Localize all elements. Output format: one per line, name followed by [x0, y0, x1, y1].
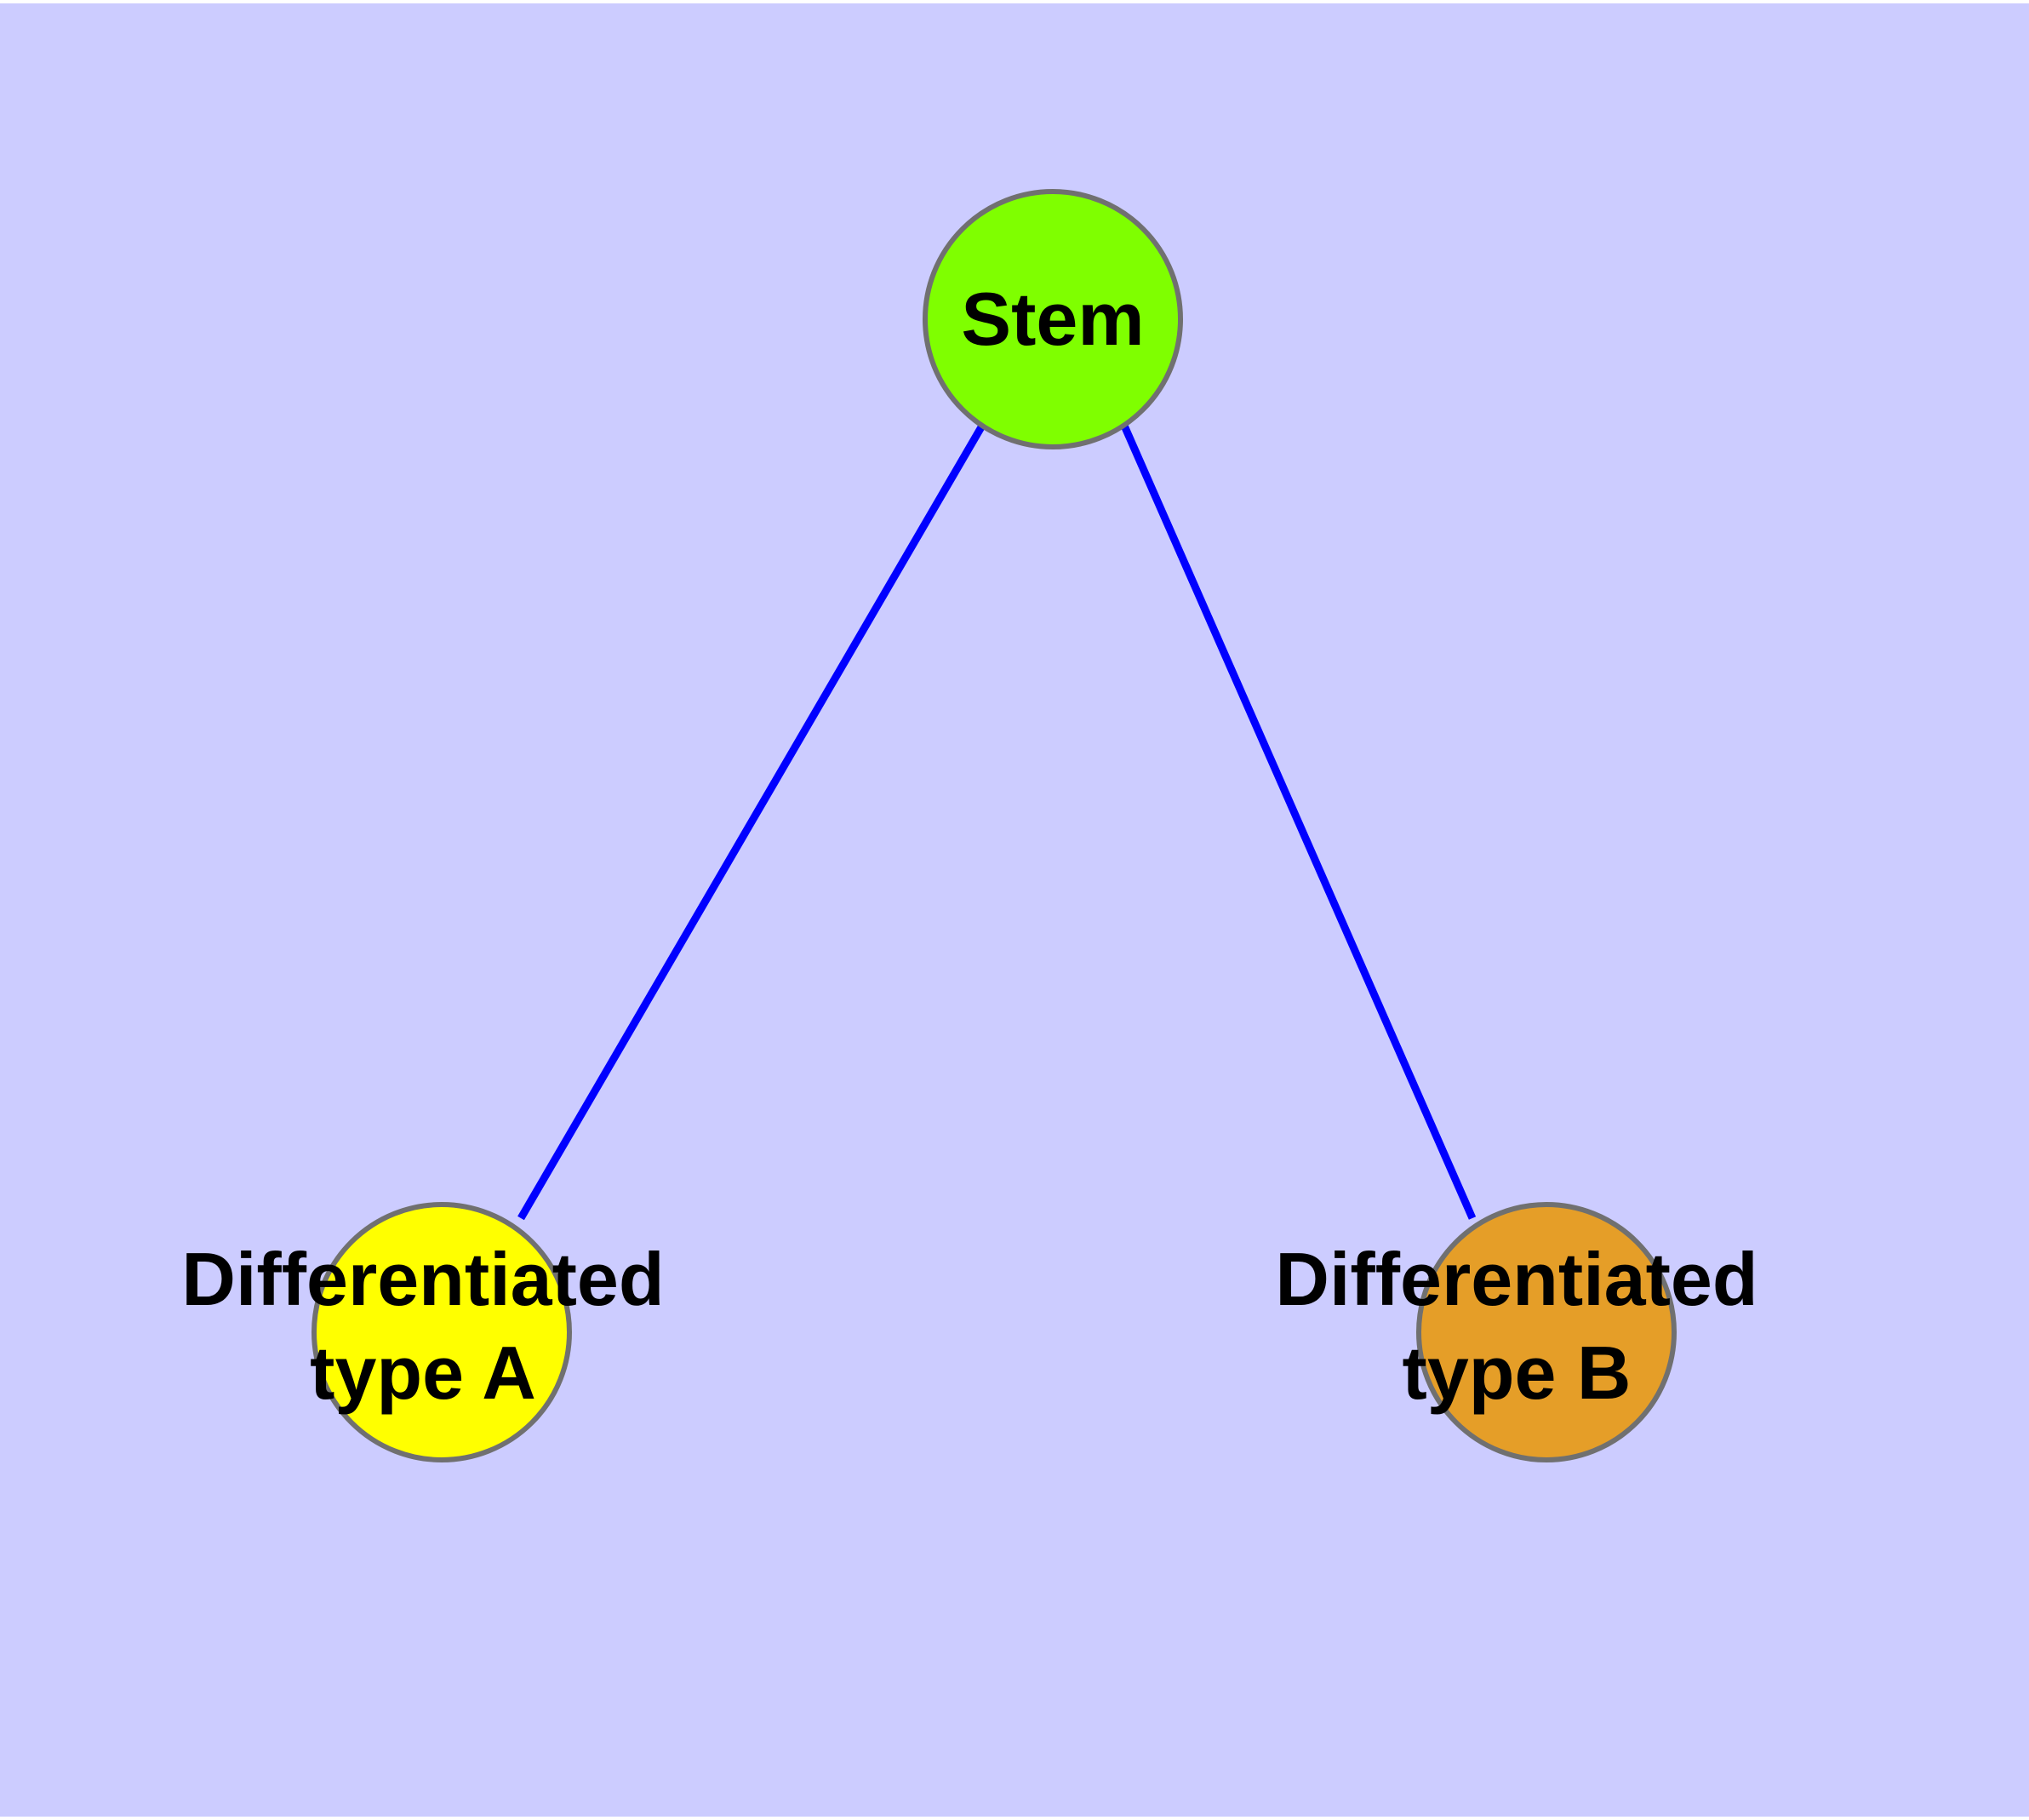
node-differentiated-type-b-label-line2: type B — [1403, 1331, 1632, 1415]
graph-svg: Stem Differentiated type A Differentiate… — [181, 189, 1758, 1462]
node-stem-circle[interactable] — [923, 189, 1183, 449]
node-differentiated-type-b-label-line1: Differentiated — [1275, 1237, 1758, 1321]
node-differentiated-type-b[interactable]: Differentiated type B — [1275, 1202, 1758, 1462]
node-differentiated-type-a-circle[interactable] — [311, 1202, 572, 1462]
node-differentiated-type-a-label-line2: type A — [310, 1331, 536, 1415]
node-differentiated-type-a-label-line1: Differentiated — [181, 1237, 664, 1321]
node-stem-label-line1: Stem — [961, 277, 1144, 361]
graph-canvas: Stem Differentiated type A Differentiate… — [0, 3, 2029, 1817]
edge-layer — [517, 423, 1477, 1221]
node-stem[interactable]: Stem — [923, 189, 1183, 449]
node-differentiated-type-b-circle[interactable] — [1416, 1202, 1677, 1462]
edge-stem-to-differentiated-type-b[interactable] — [1120, 424, 1477, 1220]
node-differentiated-type-a[interactable]: Differentiated type A — [181, 1202, 665, 1462]
edge-stem-to-differentiated-type-a[interactable] — [517, 423, 986, 1221]
